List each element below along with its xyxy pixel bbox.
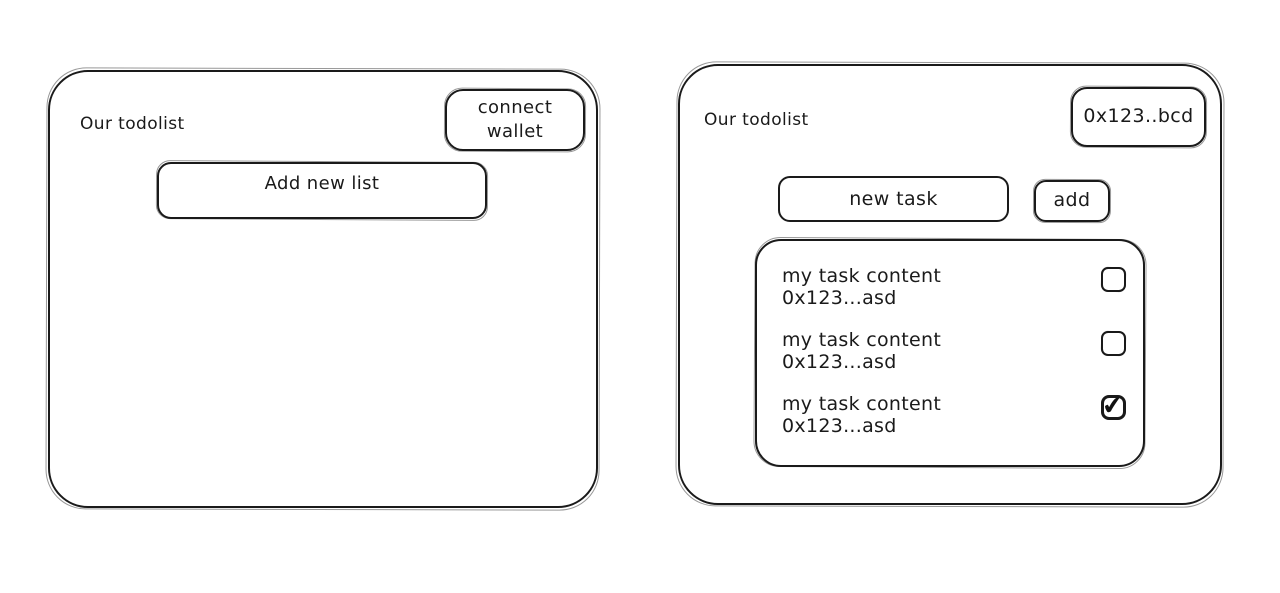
task-checkbox[interactable] — [1101, 267, 1126, 292]
connect-wallet-button[interactable]: connect wallet — [445, 89, 585, 151]
page-title: Our todolist — [704, 110, 809, 130]
task-row: my task content 0x123...asd ✔ — [782, 390, 1126, 437]
add-new-list-button[interactable]: Add new list — [157, 162, 487, 219]
page-title: Our todolist — [80, 114, 185, 134]
task-content: my task content — [782, 329, 942, 351]
task-text-block: my task content 0x123...asd — [782, 265, 941, 309]
checkmark-icon: ✔ — [1100, 389, 1125, 422]
task-checkbox-checked[interactable]: ✔ — [1101, 390, 1126, 421]
task-list: my task content 0x123...asd my task cont… — [755, 239, 1145, 467]
task-address: 0x123...asd — [782, 351, 897, 373]
right-app-frame: Our todolist 0x123..bcd add my task cont… — [678, 64, 1222, 505]
add-task-button[interactable]: add — [1034, 180, 1110, 222]
task-row: my task content 0x123...asd — [782, 265, 1126, 309]
new-task-input[interactable] — [778, 176, 1009, 222]
task-address: 0x123...asd — [782, 415, 897, 437]
task-content: my task content — [782, 265, 942, 287]
task-text-block: my task content 0x123...asd — [782, 393, 941, 437]
task-row: my task content 0x123...asd — [782, 329, 1126, 373]
wallet-address-button[interactable]: 0x123..bcd — [1071, 87, 1206, 147]
left-app-frame: Our todolist connect wallet Add new list — [48, 70, 598, 508]
task-address: 0x123...asd — [782, 287, 897, 309]
task-text-block: my task content 0x123...asd — [782, 329, 941, 373]
task-checkbox[interactable] — [1101, 331, 1126, 356]
task-content: my task content — [782, 393, 942, 415]
